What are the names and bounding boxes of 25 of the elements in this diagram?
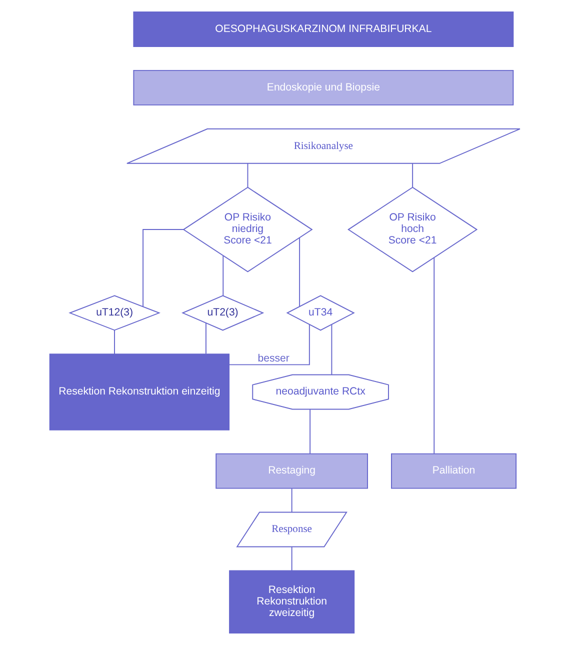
node-diamond: uT34 [286,295,355,331]
connector [412,162,414,188]
node-diamond: OP Risiko niedrig Score <21 [182,186,313,272]
node-box: Resektion Rekonstruktion einzeitig [49,354,230,430]
node-diamond: uT12(3) [68,295,160,331]
node-box: Restaging [216,453,368,489]
connector [291,546,292,572]
connector [142,229,184,308]
node-box: Palliation [391,453,517,489]
node-box: OESOPHAGUSKARZINOM INFRABIFURKAL [133,12,514,47]
connector [205,322,206,354]
connector [331,324,332,376]
connector [299,237,300,307]
connector [434,257,435,454]
node-box: Resektion Rekonstruktion zweizeitig [229,570,355,634]
edge-label: besser [258,352,290,365]
node-diamond: OP Risiko hoch Score <21 [347,186,478,272]
node-diamond: uT2(3) [182,295,264,331]
connector [247,162,248,188]
node-box: Endoskopie und Biopsie [133,70,514,106]
connector [222,255,224,296]
connector [310,409,311,454]
connector [114,330,115,355]
connector [228,324,310,366]
connector [291,488,292,512]
